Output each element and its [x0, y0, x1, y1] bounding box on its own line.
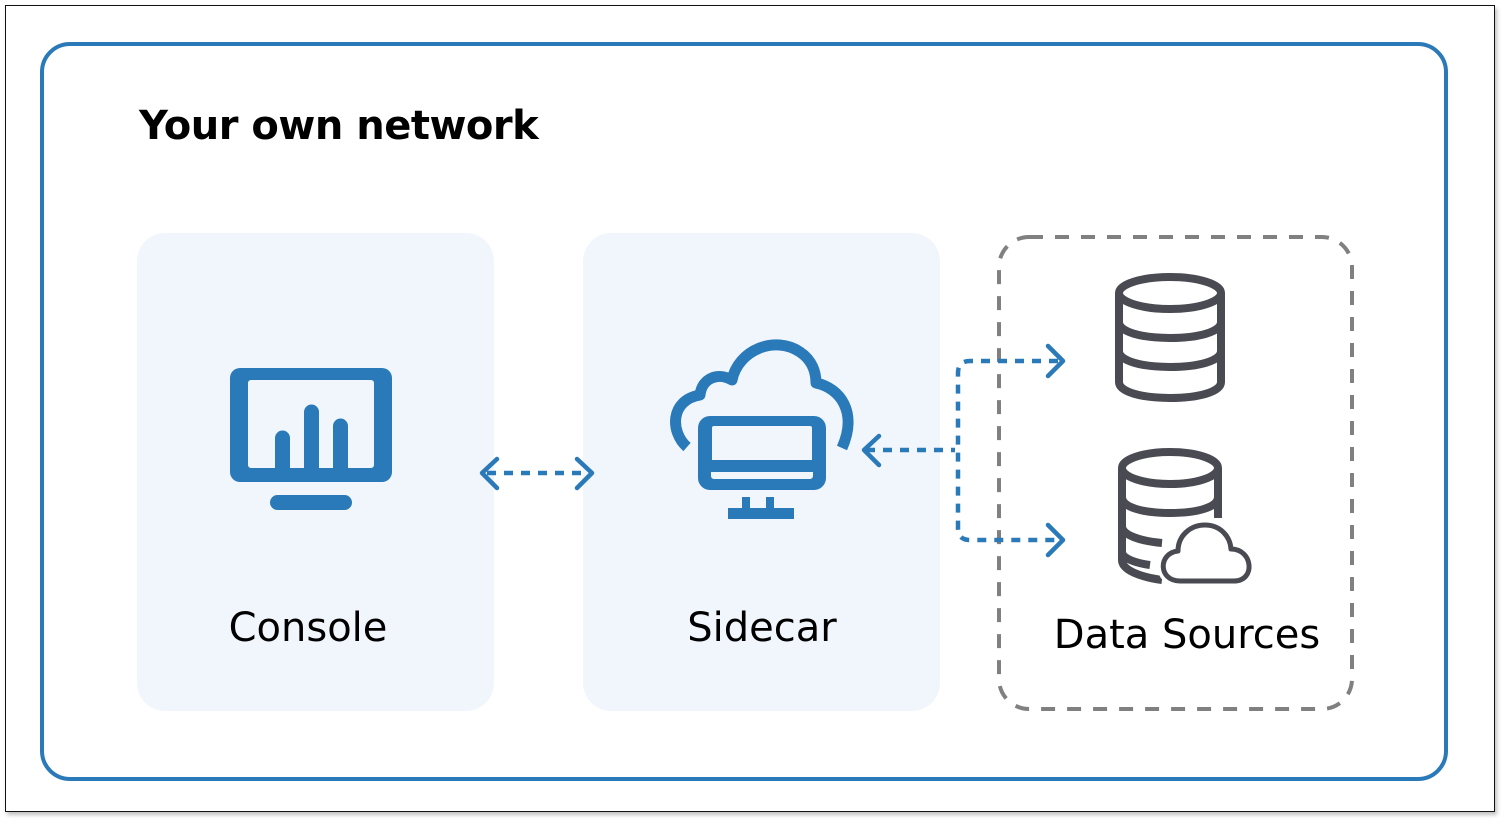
network-title: Your own network — [139, 103, 539, 149]
monitor-bar-chart-icon — [230, 368, 392, 510]
arrowhead-right-icon — [574, 456, 595, 491]
cloud-database-icon — [1118, 448, 1256, 587]
arrowhead-right-icon — [1045, 522, 1066, 558]
cloud-monitor-icon — [670, 339, 854, 519]
dashed-branch-line — [955, 358, 1058, 543]
arrowhead-left-icon — [479, 456, 500, 491]
data-sources-group-border — [997, 235, 1354, 711]
sidecar-datasources-arrows — [861, 343, 1066, 558]
sidecar-label: Sidecar — [687, 605, 837, 651]
console-sidecar-arrow — [479, 456, 595, 491]
arrowhead-right-icon — [1045, 343, 1066, 379]
console-label: Console — [228, 605, 388, 651]
own-network-boundary — [40, 42, 1448, 781]
arrowhead-left-icon — [861, 433, 882, 468]
data-sources-label: Data Sources — [1053, 612, 1321, 658]
database-icon — [1115, 273, 1225, 403]
